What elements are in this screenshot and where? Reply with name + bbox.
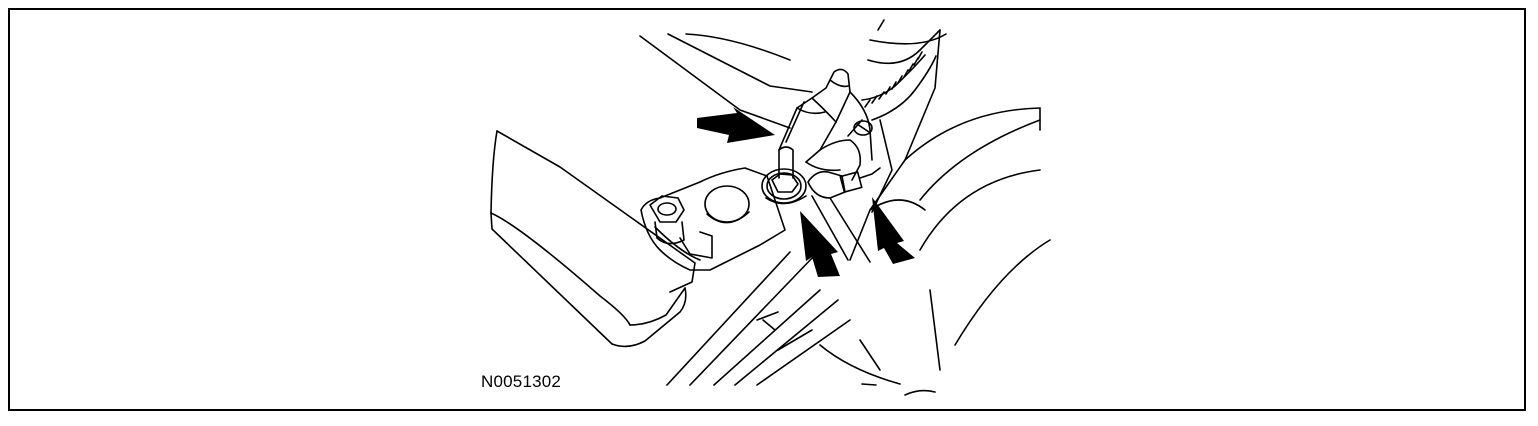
body-panel-lines (640, 20, 1050, 395)
figure-frame (8, 8, 1526, 411)
callout-arrow-center (800, 211, 840, 277)
terminal-nut (762, 147, 806, 204)
battery-case (491, 131, 695, 346)
sensor-connector (808, 168, 880, 262)
hose-clamp (848, 30, 946, 212)
terminal-clamp (641, 168, 785, 270)
callout-arrow-right (872, 197, 915, 264)
figure-id-label: N0051302 (481, 372, 562, 391)
callout-arrow-upper (697, 107, 775, 143)
ground-cable (779, 69, 872, 180)
